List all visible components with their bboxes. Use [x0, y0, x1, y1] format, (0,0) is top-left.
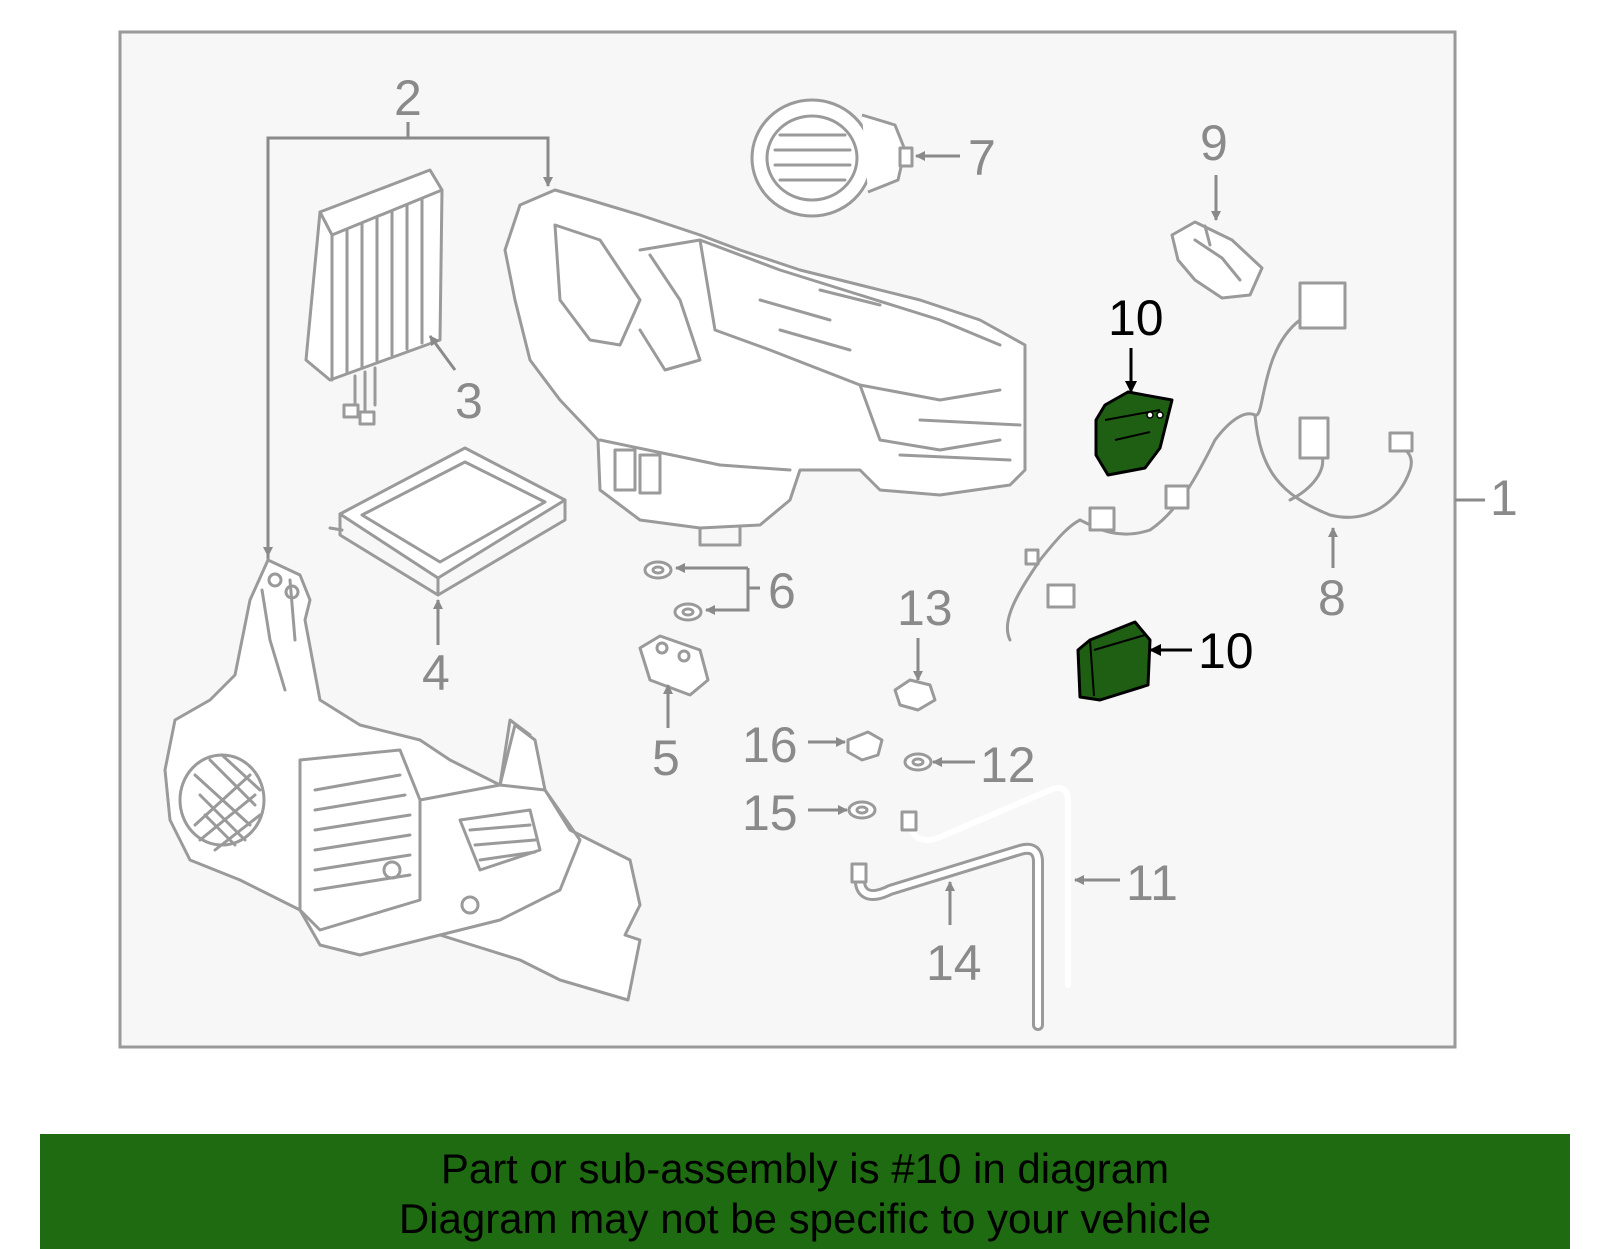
callout-7: 7 [968, 130, 996, 186]
part-9-sensor: 9 [1170, 115, 1264, 300]
callout-4: 4 [422, 645, 450, 701]
callout-8: 8 [1318, 570, 1346, 626]
callout-10-lower: 10 [1198, 623, 1254, 679]
callout-2: 2 [394, 70, 422, 126]
part-3-evaporator-core: 3 [304, 168, 483, 429]
part-10-module-upper: 10 [1094, 290, 1174, 477]
part-11-tube: 11 [900, 785, 1178, 988]
part-8-wire-harness: 8 [1005, 281, 1414, 642]
part-13-clip: 13 [893, 580, 953, 712]
part-2-case-leader: 2 [263, 70, 553, 560]
part-4-cabin-filter: 4 [328, 446, 567, 701]
part-1-assembly-bracket: 1 [1455, 470, 1518, 526]
part-16-nut: 16 [742, 717, 884, 773]
part-7-blower-motor: 7 [750, 98, 996, 218]
part-12-o-ring: 12 [903, 737, 1036, 793]
callout-1: 1 [1490, 470, 1518, 526]
callout-11: 11 [1126, 855, 1178, 911]
banner-line-part-number: Part or sub-assembly is #10 in diagram [440, 1145, 1170, 1192]
info-banner: Part or sub-assembly is #10 in diagram D… [40, 1134, 1570, 1249]
callout-16: 16 [742, 717, 798, 773]
banner-line-disclaimer: Diagram may not be specific to your vehi… [398, 1195, 1212, 1242]
callout-15: 15 [742, 785, 798, 841]
part-5-bracket: 5 [638, 634, 710, 786]
callout-5: 5 [652, 730, 680, 786]
callout-14: 14 [926, 935, 982, 991]
callout-6: 6 [768, 563, 796, 619]
part-10-module-lower: 10 [1076, 620, 1254, 702]
callout-3: 3 [455, 373, 483, 429]
callout-12: 12 [980, 737, 1036, 793]
part-14-tube: 14 [850, 842, 1044, 1031]
part-15-o-ring: 15 [742, 785, 877, 841]
callout-10-upper: 10 [1108, 290, 1164, 346]
part-2-lower-case [163, 558, 642, 1002]
part-2-upper-case [503, 188, 1027, 547]
callout-13: 13 [897, 580, 953, 636]
callout-9: 9 [1200, 115, 1228, 171]
part-6-seals: 6 [643, 560, 796, 622]
